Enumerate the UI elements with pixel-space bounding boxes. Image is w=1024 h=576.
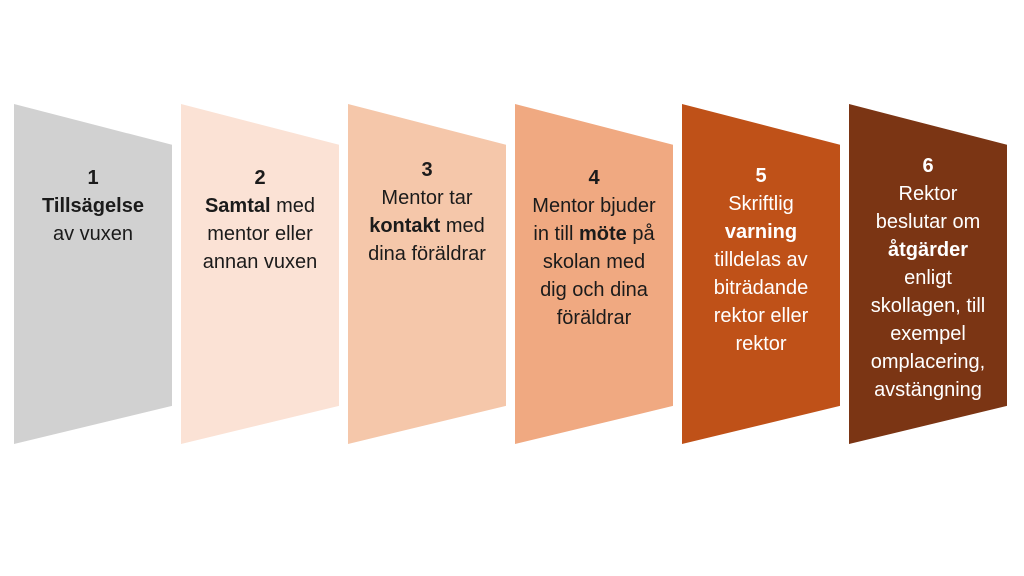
step-text-line: skolan med	[519, 248, 669, 276]
step-text-segment: avstängning	[874, 379, 982, 401]
step-text-line: rektor eller	[686, 302, 836, 330]
step-text-line: föräldrar	[519, 304, 669, 332]
step-number: 1	[87, 167, 99, 189]
step-keyword: varning	[724, 221, 798, 243]
step-number: 3	[421, 159, 433, 181]
step-text-line: exempel	[853, 320, 1003, 348]
step-text-segment: skolan med	[542, 251, 646, 273]
step-keyword: Tillsägelse	[42, 195, 144, 217]
step-text-line: dina föräldrar	[352, 240, 502, 268]
step-number: 4	[588, 167, 600, 189]
step-text-segment: tilldelas av	[714, 249, 808, 271]
step-text-segment: på	[626, 223, 655, 245]
step-text-segment: omplacering,	[870, 351, 986, 373]
step-text-line: skollagen, till	[853, 292, 1003, 320]
step-text-line: kontakt med	[352, 212, 502, 240]
step-text-segment: av vuxen	[52, 223, 134, 245]
step-text-line: varning	[686, 218, 836, 246]
step-text-segment: enligt	[904, 267, 952, 289]
step-number: 5	[755, 165, 767, 187]
step-text-line: Mentor bjuder	[519, 192, 669, 220]
step-text-line: av vuxen	[18, 220, 168, 248]
step-text-segment: Rektor	[898, 183, 958, 205]
step-text-segment: mentor eller	[207, 223, 313, 245]
step-keyword: möte	[578, 223, 627, 245]
step-text-line: omplacering,	[853, 348, 1003, 376]
step-text-line: Skriftlig	[686, 190, 836, 218]
step-text-line: beslutar om	[853, 208, 1003, 236]
step-text-segment: Mentor tar	[381, 187, 473, 209]
step-text-segment: skollagen, till	[870, 295, 986, 317]
step-text-line: biträdande	[686, 274, 836, 302]
step-text-line: enligt	[853, 264, 1003, 292]
step-text-line: annan vuxen	[185, 248, 335, 276]
step-keyword: Samtal	[204, 195, 271, 217]
step-text-segment: dina föräldrar	[368, 243, 486, 265]
step-text-line: Samtal med	[185, 192, 335, 220]
step-number: 2	[254, 167, 266, 189]
step-text-segment: Mentor bjuder	[532, 195, 656, 217]
step-text-segment: Skriftlig	[728, 193, 794, 215]
step-text-segment: biträdande	[713, 277, 809, 299]
step-keyword: åtgärder	[887, 239, 969, 261]
step-text-line: åtgärder	[853, 236, 1003, 264]
step-number: 6	[922, 155, 934, 177]
step-text-line: tilldelas av	[686, 246, 836, 274]
step-text-segment: rektor eller	[713, 305, 809, 327]
step-text-segment: med	[270, 195, 316, 217]
step-text-segment: exempel	[890, 323, 966, 345]
step-text-line: Tillsägelse	[18, 192, 168, 220]
step-text-segment: med	[440, 215, 485, 237]
step-text-line: Rektor	[853, 180, 1003, 208]
step-text-segment: annan vuxen	[202, 251, 318, 273]
step-text-line: rektor	[686, 330, 836, 358]
step-text-line: avstängning	[853, 376, 1003, 404]
step-text-segment: rektor	[735, 333, 787, 355]
step-text-line: mentor eller	[185, 220, 335, 248]
step-text-segment: dig och dina	[540, 279, 648, 301]
step-keyword: kontakt	[369, 215, 441, 237]
step-text-segment: beslutar om	[875, 211, 981, 233]
step-text-line: in till möte på	[519, 220, 669, 248]
step-text-segment: in till	[533, 223, 579, 245]
step-text-segment: föräldrar	[556, 307, 632, 329]
step-text-line: dig och dina	[519, 276, 669, 304]
step-text-line: Mentor tar	[352, 184, 502, 212]
